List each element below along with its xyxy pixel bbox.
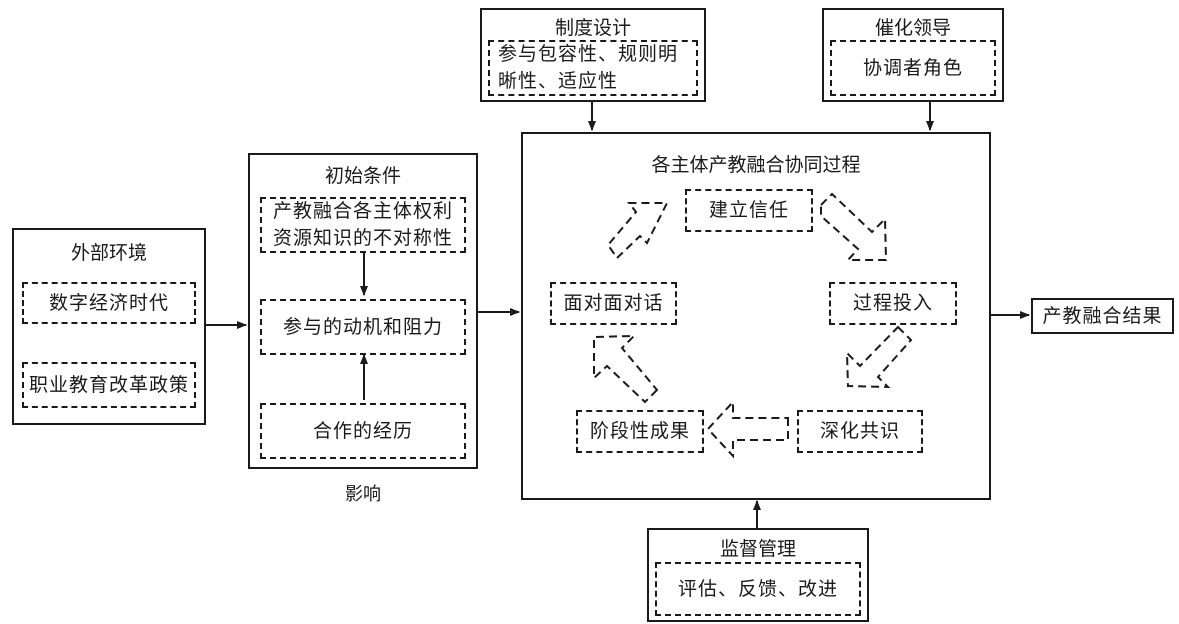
institutional-design-content: 参与包容性、规则明晰性、适应性 (498, 43, 679, 92)
catalytic-leadership-title: 催化领导 (874, 17, 951, 39)
supervision-title: 监督管理 (719, 538, 796, 560)
initial-item-asymmetry: 产教融合各主体权利资源知识的不对称性 (260, 197, 466, 253)
institutional-design-title: 制度设计 (554, 17, 631, 39)
external-item-reform-policy: 职业教育改革政策 (22, 362, 196, 408)
initial-item-label: 产教融合各主体权利资源知识的不对称性 (272, 200, 453, 249)
external-item-label: 数字经济时代 (48, 291, 169, 314)
initial-item-label: 参与的动机和阻力 (282, 315, 443, 338)
outcome-box: 产教融合结果 (1031, 298, 1174, 334)
catalytic-leadership-content: 协调者角色 (862, 56, 963, 79)
cycle-step-build-trust: 建立信任 (685, 189, 813, 232)
external-environment-title: 外部环境 (70, 242, 147, 264)
supervision-content-box: 评估、反馈、改进 (655, 562, 861, 616)
influence-caption: 影响 (345, 484, 381, 505)
outcome-label: 产教融合结果 (1042, 304, 1163, 327)
institutional-design-content-box: 参与包容性、规则明晰性、适应性 (488, 40, 698, 96)
external-environment-box: 外部环境 数字经济时代 职业教育改革政策 (12, 228, 206, 425)
initial-item-label: 合作的经历 (312, 419, 413, 442)
cycle-step-label: 阶段性成果 (589, 420, 690, 442)
initial-conditions-title: 初始条件 (324, 165, 401, 187)
cycle-step-interim-outcomes: 阶段性成果 (576, 410, 704, 453)
cycle-step-process-commitment: 过程投入 (829, 282, 957, 325)
collaboration-process-box: 各主体产教融合协同过程 建立信任 过程投入 深化共识 阶段性成果 面对面对话 (521, 132, 991, 500)
cycle-step-label: 面对面对话 (563, 292, 664, 314)
supervision-box: 监督管理 评估、反馈、改进 (647, 528, 869, 622)
initial-conditions-box: 初始条件 产教融合各主体权利资源知识的不对称性 参与的动机和阻力 合作的经历 (248, 153, 478, 469)
cycle-step-deepen-consensus: 深化共识 (797, 410, 923, 453)
institutional-design-box: 制度设计 参与包容性、规则明晰性、适应性 (480, 8, 706, 102)
cycle-step-face-to-face-dialogue: 面对面对话 (550, 282, 677, 325)
catalytic-leadership-content-box: 协调者角色 (830, 40, 996, 96)
external-item-label: 职业教育改革政策 (28, 373, 189, 396)
supervision-content: 评估、反馈、改进 (677, 577, 838, 600)
cycle-step-label: 建立信任 (708, 199, 789, 221)
cycle-step-label: 深化共识 (819, 420, 900, 442)
initial-item-motivation: 参与的动机和阻力 (260, 299, 466, 355)
external-item-digital-economy: 数字经济时代 (22, 282, 196, 324)
catalytic-leadership-box: 催化领导 协调者角色 (822, 8, 1004, 102)
cycle-step-label: 过程投入 (852, 292, 933, 314)
collaboration-process-title: 各主体产教融合协同过程 (651, 154, 861, 176)
initial-item-experience: 合作的经历 (260, 403, 466, 459)
